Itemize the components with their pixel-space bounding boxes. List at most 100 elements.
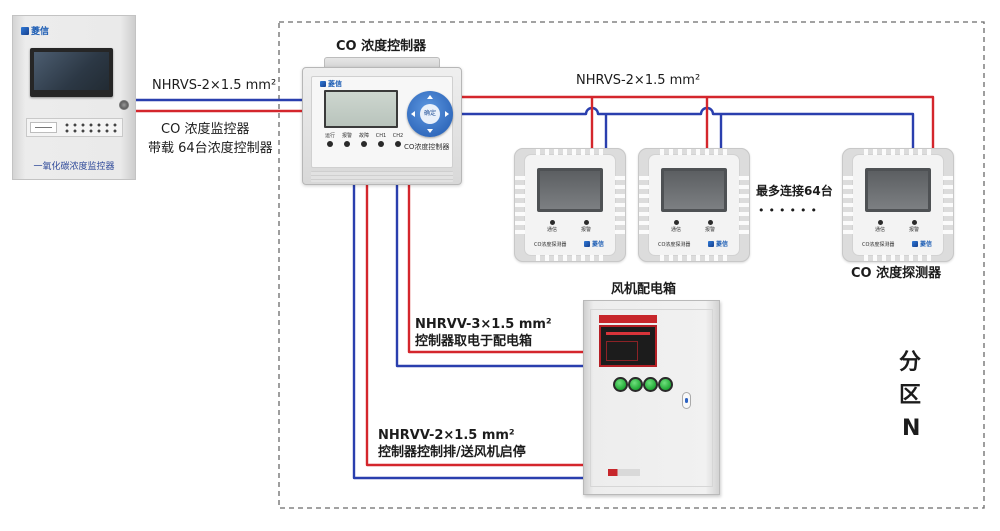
arrow-right-icon[interactable]	[445, 111, 449, 117]
monitor-control-panel	[26, 118, 123, 137]
control-link-cable-label: NHRVV-2×1.5 mm²	[378, 428, 515, 443]
brand-logo-icon	[21, 26, 29, 35]
detector-panel-label: CO浓度探测器	[534, 242, 567, 248]
vent-grille	[536, 255, 604, 261]
controller-logo: 菱信	[320, 79, 342, 89]
monitor-capacity-label: 带载 64台浓度控制器	[148, 141, 273, 156]
din-housing-top	[324, 57, 440, 69]
alarm-led-label: 报警	[908, 227, 919, 233]
brand-logo-icon	[584, 240, 590, 247]
arrow-up-icon[interactable]	[427, 95, 433, 99]
indicator-led-run	[327, 141, 333, 147]
navigation-keypad[interactable]: 确定	[407, 91, 453, 137]
co-detector-2: 通信 报警 CO浓度探测器 菱信	[638, 148, 750, 262]
vent-grille	[864, 255, 932, 261]
detector-display	[537, 168, 603, 212]
alarm-led	[911, 220, 917, 225]
more-detectors-ellipsis: ••••••	[758, 204, 821, 217]
fan-box-badge	[608, 469, 640, 476]
fan-box-title: 风机配电箱	[611, 282, 677, 297]
bus-red-wire	[462, 95, 935, 148]
fan-start-button-2[interactable]	[628, 377, 643, 392]
indicator-label-run: 运行	[324, 133, 335, 139]
zone-char-1: 分	[899, 350, 922, 375]
power-link-red-wire	[407, 185, 583, 354]
control-link-blue-wire	[352, 185, 583, 480]
co-detector-1: 通信 报警 CO浓度探测器 菱信	[514, 148, 626, 262]
co-detector-3: 通信 报警 CO浓度探测器 菱信	[842, 148, 954, 262]
power-link-blue-wire	[395, 185, 583, 368]
vent-grille	[843, 176, 853, 234]
confirm-key[interactable]: 确定	[420, 104, 440, 124]
bus-cable-label: NHRVS-2×1.5 mm²	[576, 73, 701, 88]
monitor-device-label: CO 浓度监控器	[161, 122, 250, 137]
arrow-down-icon[interactable]	[427, 129, 433, 133]
brand-logo: 菱信	[21, 24, 49, 37]
monitor-nameplate: 一氧化碳浓度监控器	[33, 162, 115, 172]
comm-led	[549, 220, 555, 225]
zone-char-2: 区	[899, 383, 922, 408]
brand-logo-icon	[708, 240, 714, 247]
co-concentration-controller: 菱信 确定 运行 报警 故障 CH1 CH2	[302, 57, 462, 185]
controller-terminal-block	[311, 171, 453, 182]
detector-logo: 菱信	[912, 239, 932, 248]
alarm-led-label: 报警	[704, 227, 715, 233]
power-link-note: 控制器取电于配电箱	[415, 334, 533, 349]
fan-box-nameplate	[599, 315, 657, 323]
brand-logo-icon	[320, 81, 326, 87]
indicator-label-ch1: CH1	[375, 133, 387, 139]
alarm-led	[583, 220, 589, 225]
detector-panel-label: CO浓度探测器	[658, 242, 691, 248]
fan-start-button-4[interactable]	[658, 377, 673, 392]
cabinet-lock-icon	[119, 100, 129, 110]
indicator-label-ch2: CH2	[392, 133, 404, 139]
indicator-led-ch1	[378, 141, 384, 147]
vent-grille	[660, 255, 728, 261]
detector-logo-text: 菱信	[716, 241, 729, 248]
fan-start-button-3[interactable]	[643, 377, 658, 392]
fan-box-door	[590, 309, 713, 487]
comm-led	[877, 220, 883, 225]
vent-grille	[864, 149, 932, 155]
comm-led-label: 通信	[670, 227, 681, 233]
vent-grille	[615, 176, 625, 234]
detector-caption: CO 浓度探测器	[851, 266, 942, 281]
indicator-keys	[63, 122, 120, 134]
controller-title: CO 浓度控制器	[336, 39, 427, 54]
detector-logo: 菱信	[584, 239, 604, 248]
zone-dashed-border	[278, 21, 985, 509]
indicator-label-fault: 故障	[358, 133, 369, 139]
co-monitor-cabinet: 菱信 一氧化碳浓度监控器	[12, 15, 136, 180]
zone-char-3: N	[902, 416, 921, 441]
controller-front-panel: 菱信 确定 运行 报警 故障 CH1 CH2	[311, 76, 453, 168]
detector-display	[865, 168, 931, 212]
printer-slot	[30, 122, 57, 133]
controller-logo-text: 菱信	[328, 80, 342, 88]
monitor-screen	[34, 52, 109, 90]
detector-display	[661, 168, 727, 212]
comm-led-label: 通信	[546, 227, 557, 233]
bus-blue-wire	[462, 106, 915, 148]
indicator-led-alarm	[344, 141, 350, 147]
brand-logo-icon	[912, 240, 918, 247]
detector-panel-label: CO浓度探测器	[862, 242, 895, 248]
door-lock-icon[interactable]	[682, 392, 691, 409]
control-link-red-wire	[365, 185, 583, 467]
vent-grille	[739, 176, 749, 234]
arrow-left-icon[interactable]	[411, 111, 415, 117]
indicator-label-alarm: 报警	[341, 133, 352, 139]
alarm-led-label: 报警	[580, 227, 591, 233]
detector-logo-text: 菱信	[592, 241, 605, 248]
controller-housing: 菱信 确定 运行 报警 故障 CH1 CH2	[302, 67, 462, 185]
vent-grille	[515, 176, 525, 234]
fan-start-button-1[interactable]	[613, 377, 628, 392]
controller-panel-label: CO浓度控制器	[404, 143, 450, 151]
vent-grille	[536, 149, 604, 155]
power-link-cable-label: NHRVV-3×1.5 mm²	[415, 317, 552, 332]
monitor-touchscreen	[30, 48, 113, 97]
indicator-led-fault	[361, 141, 367, 147]
comm-led	[673, 220, 679, 225]
comm-led-label: 通信	[874, 227, 885, 233]
